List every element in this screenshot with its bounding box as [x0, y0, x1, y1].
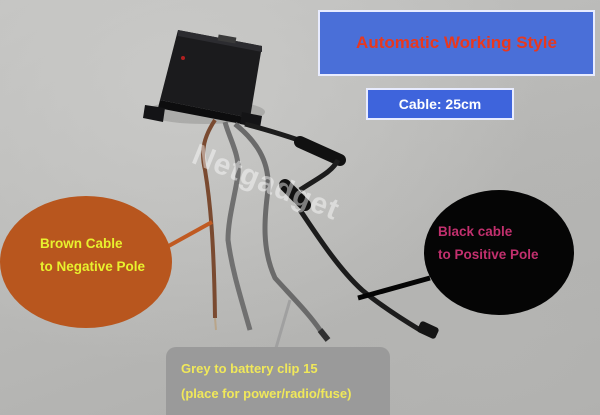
status-led-icon [181, 56, 185, 60]
brown-callout-circle [0, 196, 172, 328]
black-callout-line2: to Positive Pole [438, 247, 539, 262]
cable-length-text: Cable: 25cm [398, 96, 482, 112]
black-callout-text: Black cable to Positive Pole [438, 220, 578, 266]
wire-terminal [417, 321, 439, 339]
brown-pointer [164, 220, 213, 250]
grey-pointer [274, 299, 292, 349]
cable-length-label: Cable: 25cm [366, 88, 514, 120]
brown-callout-text: Brown Cable to Negative Pole [40, 232, 180, 278]
brown-wire [201, 118, 217, 319]
grey-wire-2 [233, 122, 323, 332]
grey-callout-line2: (place for power/radio/fuse) [181, 386, 352, 401]
brown-wire-tip [214, 317, 217, 331]
grey-callout-box [166, 347, 390, 415]
black-wire-lower [297, 208, 422, 333]
black-callout-line1: Black cable [438, 224, 513, 239]
brown-callout-line2: to Negative Pole [40, 259, 146, 274]
grey-wire-1 [222, 121, 253, 331]
brown-callout-line1: Brown Cable [40, 236, 123, 251]
relay-module [143, 30, 262, 128]
title-banner: Automatic Working Style [318, 10, 595, 76]
black-callout-circle [424, 190, 574, 315]
grey-callout-line1: Grey to battery clip 15 [181, 361, 318, 376]
title-text: Automatic Working Style [356, 33, 557, 52]
grey-callout-text: Grey to battery clip 15 (place for power… [181, 356, 421, 406]
black-pointer [357, 275, 431, 301]
fuse-holder-icon [279, 136, 346, 211]
